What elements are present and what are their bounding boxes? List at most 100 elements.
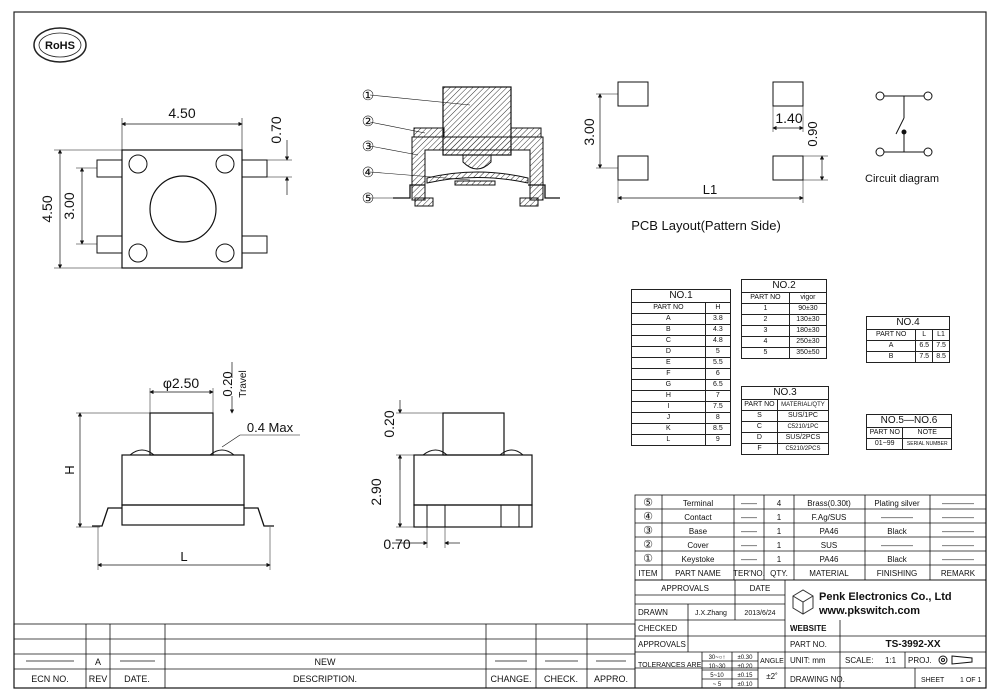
rohs-logo: RoHS xyxy=(33,27,87,63)
svg-text:±0.20: ±0.20 xyxy=(738,664,754,670)
svg-text:CHANGE.: CHANGE. xyxy=(490,674,531,684)
svg-text:30~○↑: 30~○↑ xyxy=(709,655,726,661)
table-header: L xyxy=(915,329,934,341)
callout-4: ④ xyxy=(362,164,375,180)
tb-date: DATE xyxy=(750,584,771,593)
tb-sheet: SHEET xyxy=(921,677,945,684)
table-title: NO.5—NO.6 xyxy=(866,414,952,428)
pcb-layout xyxy=(596,81,828,203)
front-view xyxy=(76,362,300,570)
callout-1: ① xyxy=(362,87,375,103)
front-dim-h: H xyxy=(62,465,77,474)
front-dim-travel-val: 0.20 xyxy=(220,371,235,396)
svg-text:DATE.: DATE. xyxy=(124,674,150,684)
svg-text:——: —— xyxy=(741,541,757,550)
svg-text:DESCRIPTION.: DESCRIPTION. xyxy=(293,674,357,684)
tb-drawing-no: DRAWING NO. xyxy=(790,675,845,684)
svg-text:②: ② xyxy=(362,113,375,129)
svg-text:1: 1 xyxy=(777,541,782,550)
bom-row-base: ③ Base —— 1 PA46 Black ———— xyxy=(643,525,974,537)
svg-text:————: ———— xyxy=(881,541,913,550)
callout-2: ② xyxy=(362,113,375,129)
tb-tolerances: TOLERANCES ARE xyxy=(638,662,702,669)
tb-checked: CHECKED xyxy=(638,624,677,633)
dim-top-height: 4.50 xyxy=(39,195,55,222)
svg-text:——: —— xyxy=(741,513,757,522)
tb-website-label: WEBSITE xyxy=(790,624,827,633)
bom-row-terminal: ⑤ Terminal —— 4 Brass(0.30t) Plating sil… xyxy=(643,497,974,509)
side-view xyxy=(392,400,533,548)
svg-text:SUS: SUS xyxy=(821,541,837,550)
svg-text:±0.10: ±0.10 xyxy=(738,682,754,688)
pcb-dim-pitch: 3.00 xyxy=(581,118,597,145)
tb-part-no: TS-3992-XX xyxy=(885,639,940,650)
svg-text:PA46: PA46 xyxy=(820,555,840,564)
svg-text:RoHS: RoHS xyxy=(45,40,75,52)
svg-text:——: —— xyxy=(741,527,757,536)
circuit-diagram xyxy=(875,91,933,157)
dim-top-pitch: 3.00 xyxy=(61,192,77,219)
svg-text:Keystoke: Keystoke xyxy=(682,555,715,564)
svg-text:Contact: Contact xyxy=(684,513,712,522)
svg-text:REV: REV xyxy=(89,674,108,684)
svg-text:APPRO.: APPRO. xyxy=(594,674,628,684)
svg-text:——: —— xyxy=(741,499,757,508)
svg-text:ITEM: ITEM xyxy=(638,569,657,578)
svg-text:~ 5: ~ 5 xyxy=(713,682,722,688)
svg-text:F.Ag/SUS: F.Ag/SUS xyxy=(812,513,847,522)
callout-3: ③ xyxy=(362,138,375,154)
side-dim-foot: 0.70 xyxy=(383,536,410,552)
table-header: PART NO xyxy=(741,292,790,304)
svg-text:①: ① xyxy=(643,553,653,565)
table-header: PART NO xyxy=(631,302,706,314)
table-header: PART NO xyxy=(865,427,904,439)
dim-top-width: 4.50 xyxy=(168,105,195,121)
svg-text:PA46: PA46 xyxy=(820,527,840,536)
bom-row-cover: ② Cover —— 1 SUS ———— ———— xyxy=(643,539,974,551)
svg-text:————: ———— xyxy=(881,513,913,522)
svg-text:FINISHING: FINISHING xyxy=(877,569,917,578)
tb-approvals2: APPROVALS xyxy=(638,640,686,649)
svg-text:⑤: ⑤ xyxy=(643,497,653,509)
svg-text:TER'NO.: TER'NO. xyxy=(733,569,765,578)
tb-unit: UNIT: mm xyxy=(790,656,826,665)
svg-text:±0.15: ±0.15 xyxy=(738,673,754,679)
circuit-label: Circuit diagram xyxy=(865,173,939,185)
tb-drawn-by: J.X.Zhang xyxy=(695,610,727,617)
svg-text:⑤: ⑤ xyxy=(362,190,375,206)
tb-website-url: www.pkswitch.com xyxy=(818,605,920,617)
revision-block xyxy=(13,623,636,689)
tb-scale-label: SCALE: xyxy=(845,656,873,665)
table-title: NO.4 xyxy=(866,316,950,330)
table-title: NO.1 xyxy=(631,289,731,303)
svg-text:————: ———— xyxy=(942,513,974,522)
pcb-dim-span: L1 xyxy=(703,182,717,197)
side-dim-cap: 0.20 xyxy=(381,410,397,437)
pcb-dim-pad-h: 0.90 xyxy=(805,121,820,146)
svg-text:1: 1 xyxy=(777,527,782,536)
svg-text:————: ———— xyxy=(942,527,974,536)
tb-proj: PROJ. xyxy=(908,656,932,665)
svg-text:②: ② xyxy=(643,539,653,551)
table-header: L1 xyxy=(932,329,950,341)
svg-text:1: 1 xyxy=(777,513,782,522)
table-header: NOTE xyxy=(902,427,952,439)
